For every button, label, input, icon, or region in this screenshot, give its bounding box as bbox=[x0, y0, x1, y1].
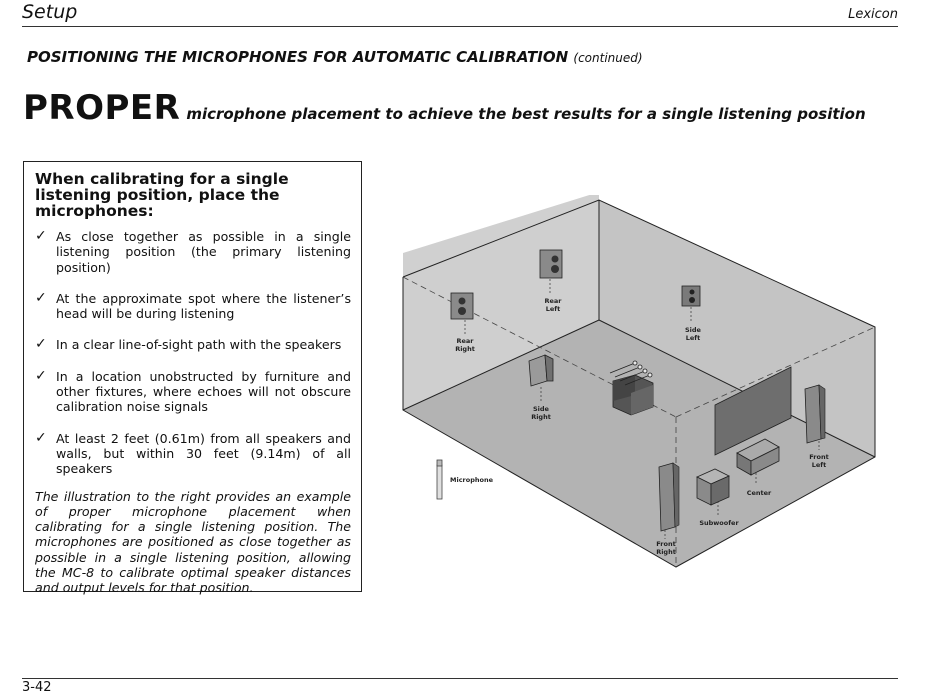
speaker-rear-right bbox=[450, 292, 474, 320]
brand-name: Lexicon bbox=[848, 7, 898, 22]
speaker-center bbox=[736, 438, 780, 476]
subtitle-main: POSITIONING THE MICROPHONES FOR AUTOMATI… bbox=[27, 48, 569, 66]
checkmark-icon: ✓ bbox=[35, 429, 47, 446]
guidelines-list: ✓ As close together as possible in a sing… bbox=[35, 228, 351, 477]
label-side-left-2: Left bbox=[686, 334, 701, 342]
section-title: Setup bbox=[22, 1, 78, 23]
projection-screen bbox=[714, 366, 792, 456]
speaker-side-left bbox=[681, 285, 701, 307]
floor-edge-left bbox=[402, 319, 600, 411]
floor bbox=[403, 320, 875, 567]
list-item: ✓ At the approximate spot where the liste… bbox=[35, 289, 351, 322]
page-header: Setup Lexicon bbox=[22, 0, 898, 27]
listening-chair bbox=[612, 374, 654, 416]
subtitle-continued: (continued) bbox=[573, 51, 643, 65]
list-item-text: As close together as possible in a singl… bbox=[56, 229, 351, 275]
list-item: ✓ As close together as possible in a sing… bbox=[35, 228, 351, 275]
page-footer: 3-42 bbox=[22, 678, 898, 695]
label-center: Center bbox=[747, 489, 772, 497]
label-subwoofer: Subwoofer bbox=[699, 519, 739, 527]
headline-big: PROPER bbox=[23, 88, 181, 128]
label-rear-right-1: Rear bbox=[456, 337, 474, 345]
label-microphone: Microphone bbox=[450, 476, 494, 484]
speaker-rear-left bbox=[539, 249, 563, 279]
headline-rest: microphone placement to achieve the best… bbox=[186, 105, 866, 123]
list-item-text: At the approximate spot where the listen… bbox=[56, 290, 351, 322]
dashed-side-top bbox=[675, 326, 876, 418]
list-item: ✓ In a location unobstructed by furniture… bbox=[35, 367, 351, 415]
microphone-icon bbox=[436, 459, 443, 500]
room-illustration: Rear Right Rear Left Side Left Side Righ… bbox=[402, 195, 876, 568]
list-item: ✓ In a clear line-of-sight path with the … bbox=[35, 336, 351, 353]
page-headline: PROPER microphone placement to achieve th… bbox=[23, 88, 866, 128]
label-side-right-2: Right bbox=[531, 413, 551, 421]
subwoofer-box bbox=[696, 468, 730, 506]
checkmark-icon: ✓ bbox=[35, 228, 47, 244]
floor-edge-back bbox=[598, 319, 876, 458]
label-front-right-2: Right bbox=[656, 548, 676, 556]
list-item: ✓ At least 2 feet (0.61m) from all speake… bbox=[35, 429, 351, 477]
label-rear-right-2: Right bbox=[455, 345, 475, 353]
guidelines-heading: When calibrating for a single listening … bbox=[35, 170, 289, 220]
microphone-array bbox=[609, 360, 653, 386]
section-subtitle: POSITIONING THE MICROPHONES FOR AUTOMATI… bbox=[27, 48, 643, 66]
page-number: 3-42 bbox=[22, 680, 52, 695]
label-side-right-1: Side bbox=[533, 405, 550, 413]
label-front-left-2: Left bbox=[812, 461, 827, 469]
label-rear-left-1: Rear bbox=[544, 297, 562, 305]
label-front-left-1: Front bbox=[809, 453, 828, 461]
speaker-side-right bbox=[528, 354, 554, 387]
checkmark-icon: ✓ bbox=[35, 336, 47, 353]
list-item-text: In a location unobstructed by furniture … bbox=[56, 368, 351, 415]
label-front-right-1: Front bbox=[656, 540, 675, 548]
illustration-note: The illustration to the right provides a… bbox=[35, 488, 351, 596]
list-item-text: At least 2 feet (0.61m) from all speaker… bbox=[56, 430, 351, 477]
label-rear-left-2: Left bbox=[546, 305, 561, 313]
checkmark-icon: ✓ bbox=[35, 367, 47, 384]
speaker-front-right bbox=[658, 462, 680, 532]
speaker-front-left bbox=[804, 384, 826, 444]
label-side-left-1: Side bbox=[685, 326, 702, 334]
list-item-text: In a clear line-of-sight path with the s… bbox=[56, 337, 342, 353]
guidelines-box: When calibrating for a single listening … bbox=[23, 161, 362, 595]
checkmark-icon: ✓ bbox=[35, 289, 47, 306]
